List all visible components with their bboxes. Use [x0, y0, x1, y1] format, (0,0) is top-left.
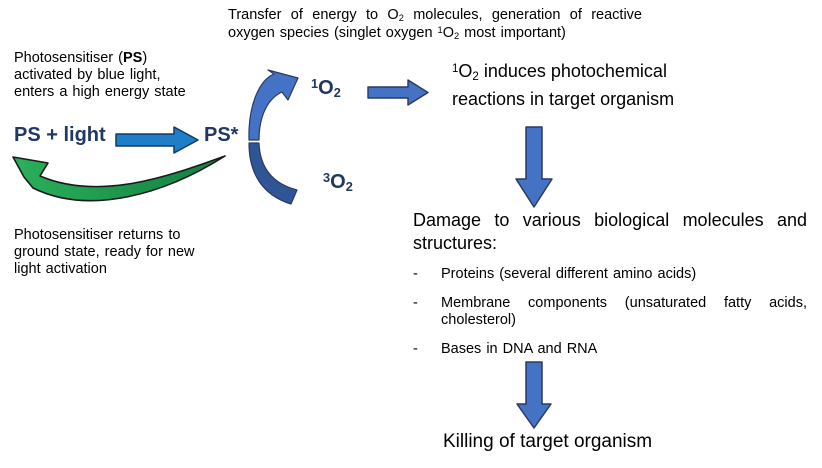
singlet-effect-arrow-icon [367, 79, 429, 106]
oxygen-symbol: O [330, 171, 346, 193]
activation-arrow-icon [115, 126, 199, 154]
note-text: induces photochemical reactions in targe… [452, 61, 675, 109]
singlet-reaction-note: 1O2 induces photochemical reactions in t… [452, 59, 724, 112]
note-text: molecules, generation of reactive oxygen… [228, 7, 642, 41]
superscript: 1 [311, 76, 319, 92]
bullet-text: Membrane components (unsaturated fatty a… [441, 294, 807, 329]
subscript: 2 [398, 13, 404, 24]
list-item: - Membrane components (unsaturated fatty… [413, 295, 807, 330]
damage-list: - Proteins (several different amino acid… [413, 266, 807, 358]
return-note: Photosensitiser returns to ground state,… [14, 227, 239, 278]
energy-transfer-note: Transfer of energy to O2 molecules, gene… [228, 7, 642, 43]
superscript: 1 [437, 24, 443, 35]
activation-note: Photosensitiser (PS) activated by blue l… [14, 50, 239, 101]
bullet-text: Proteins (several different amino acids) [441, 266, 697, 282]
energy-cycle-arrow-icon [248, 69, 299, 205]
subscript: 2 [345, 178, 353, 194]
oxygen-symbol: O [318, 77, 334, 99]
bullet-marker: - [413, 294, 418, 311]
ps-abbreviation: PS [123, 50, 143, 66]
oxygen-symbol: O [458, 61, 473, 81]
bullet-text: Bases in DNA and RNA [441, 340, 598, 357]
list-item: - Proteins (several different amino acid… [413, 266, 807, 284]
triplet-oxygen-label: 3O2 [323, 170, 353, 194]
note-text: most important) [459, 25, 566, 41]
return-note-line2: ground state, ready for new [14, 244, 195, 260]
activation-note-line2: activated by blue light, [14, 67, 161, 83]
flow-down-arrow-icon [515, 126, 553, 208]
subscript: 2 [333, 84, 341, 100]
list-item: - Bases in DNA and RNA [413, 341, 807, 359]
superscript: 1 [452, 62, 459, 75]
ps-star-label: PS* [204, 124, 239, 146]
bullet-marker: - [413, 266, 418, 282]
activation-note-line1: Photosensitiser (PS) [14, 50, 239, 67]
subscript: 2 [453, 31, 460, 42]
flow-down-arrow-icon [516, 361, 552, 429]
subscript: 2 [472, 70, 479, 83]
damage-heading: Damage to various biological molecules a… [413, 210, 807, 253]
note-text: Photosensitiser ( [14, 50, 123, 66]
activation-note-line3: enters a high energy state [14, 84, 186, 100]
singlet-oxygen-label: 1O2 [311, 76, 341, 100]
killing-label: Killing of target organism [443, 431, 653, 452]
damage-section: Damage to various biological molecules a… [413, 209, 807, 358]
note-text: Transfer of energy to O [228, 7, 399, 23]
return-note-line3: light activation [14, 261, 107, 277]
bullet-marker: - [413, 340, 418, 357]
superscript: 3 [323, 170, 331, 186]
ground-state-return-arrow-icon [12, 155, 226, 202]
ps-light-label: PS + light [14, 124, 106, 146]
return-note-line1: Photosensitiser returns to [14, 227, 181, 243]
note-text: O [442, 25, 454, 41]
note-text: ) [142, 50, 148, 66]
